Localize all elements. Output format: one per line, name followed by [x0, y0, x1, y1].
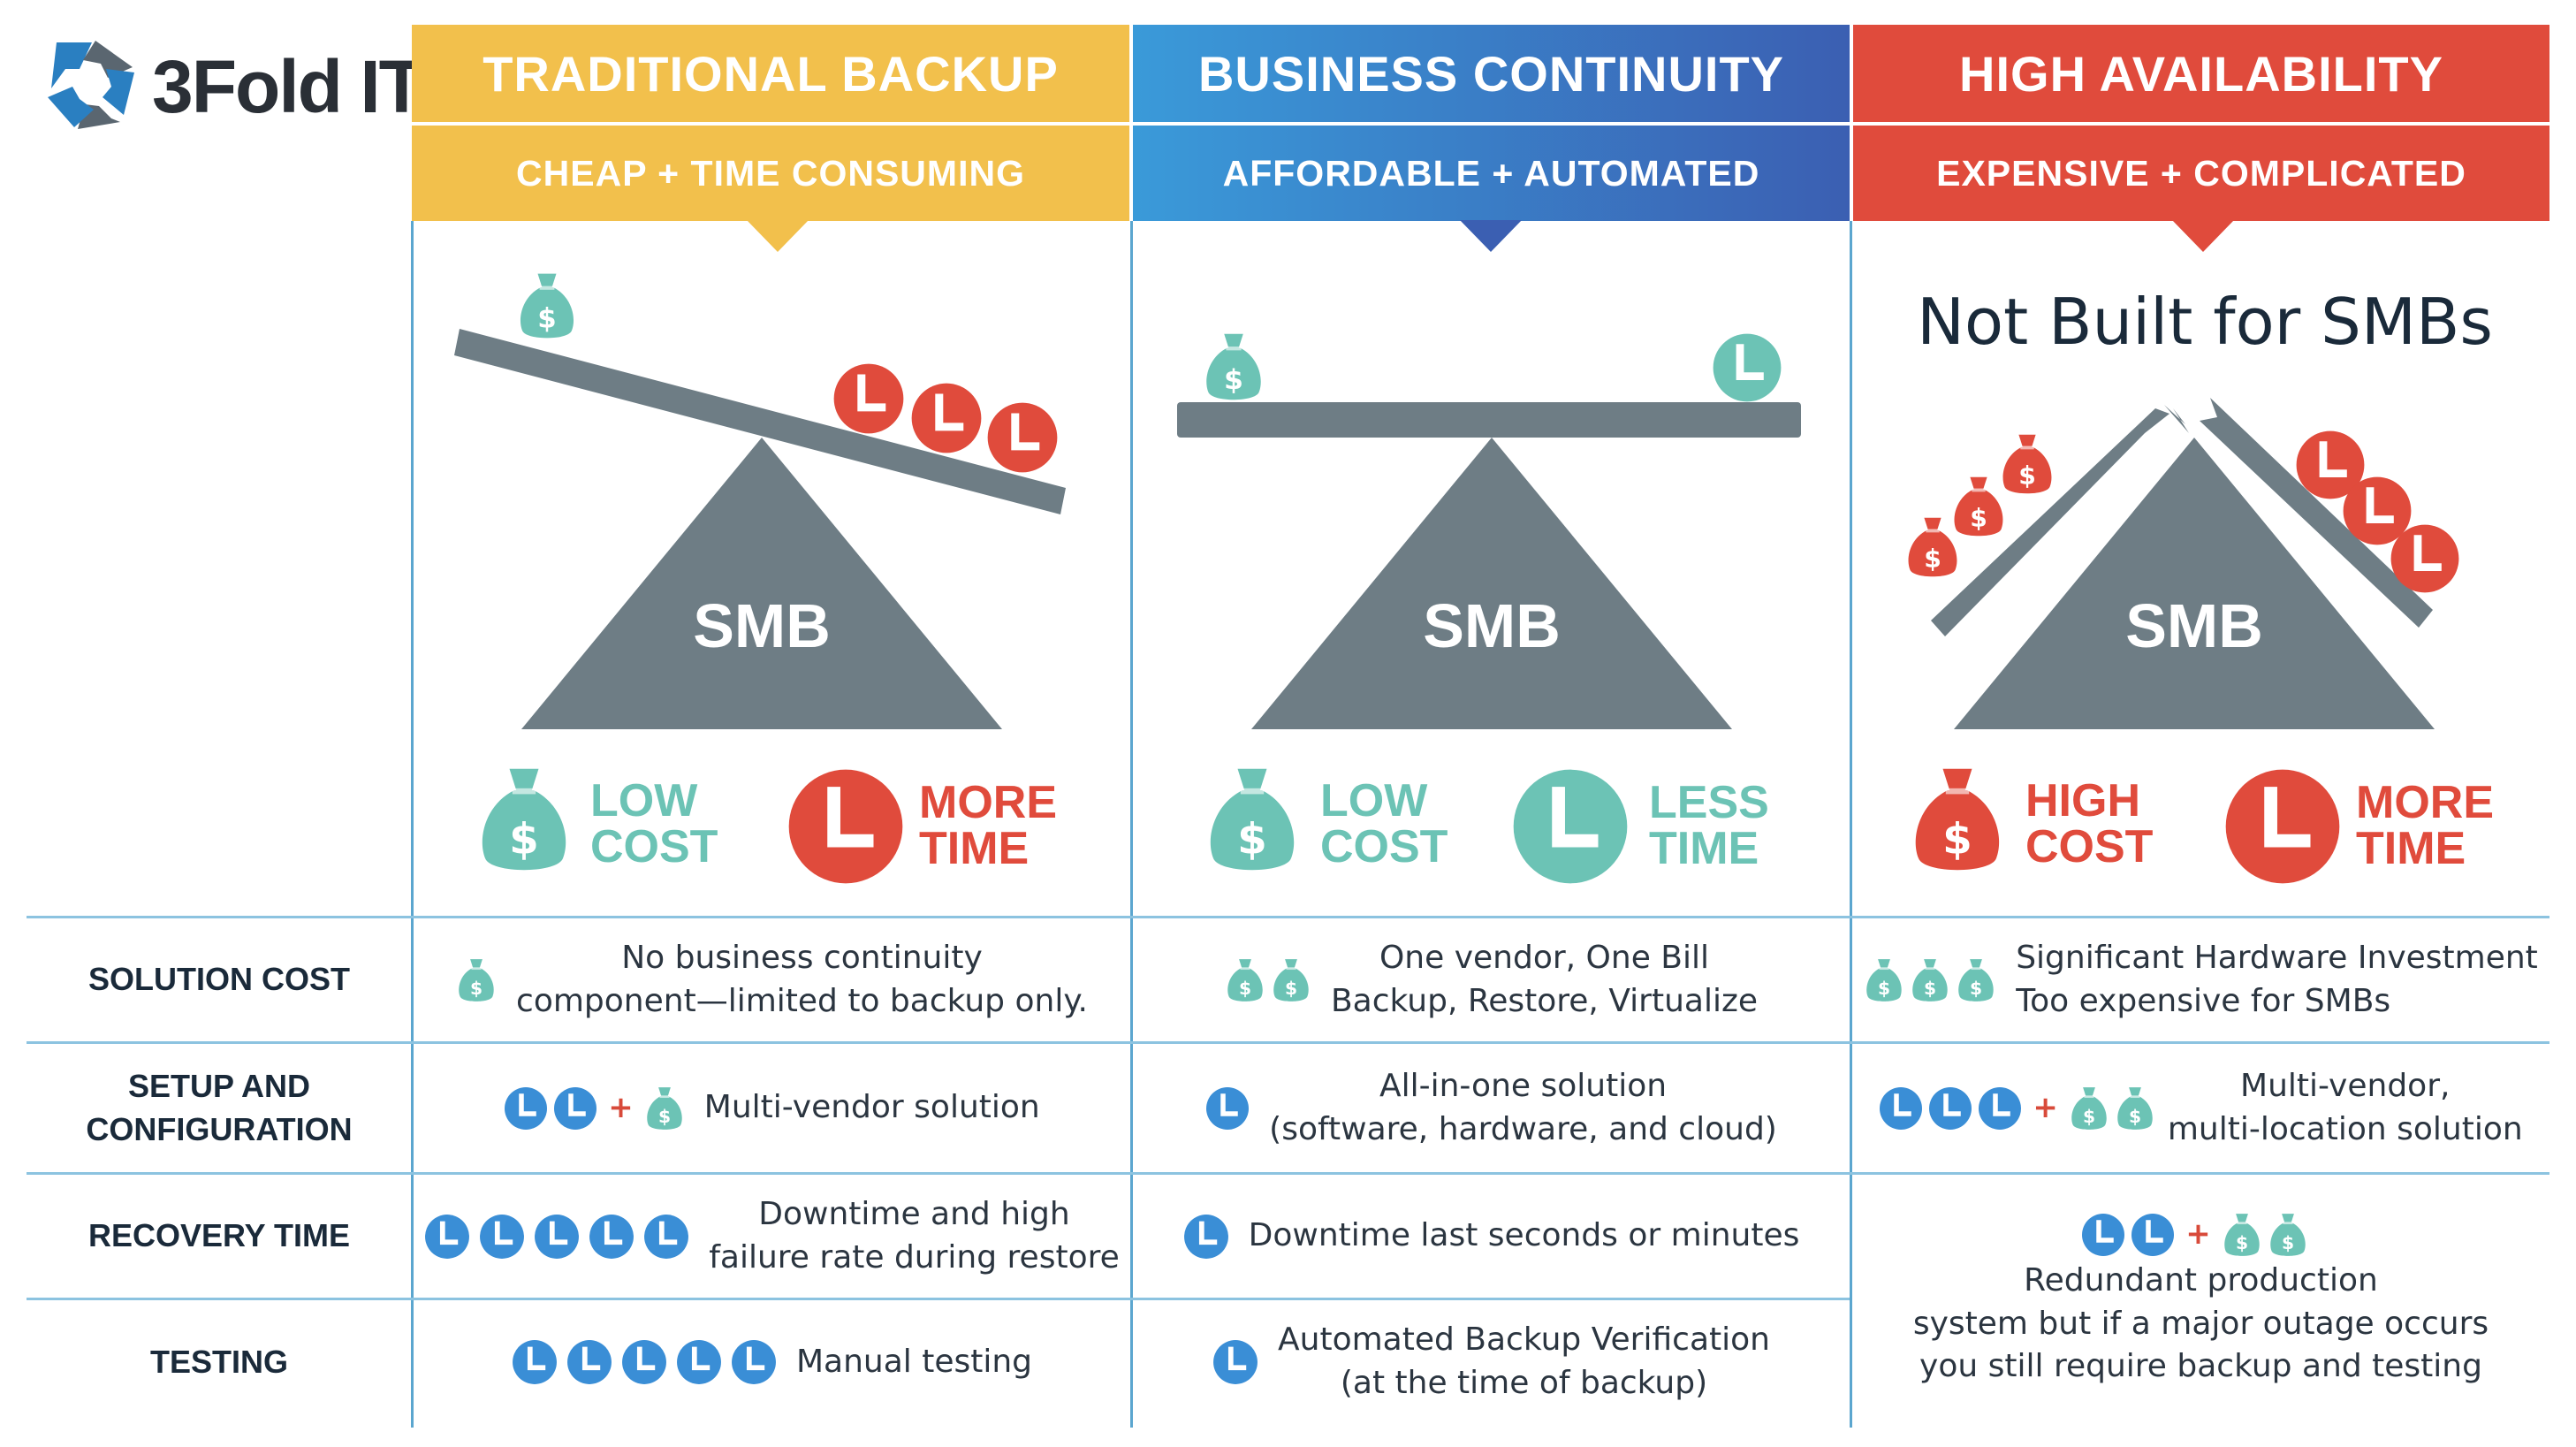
row-label-setup: SETUP AND CONFIGURATION: [86, 1067, 353, 1147]
time-label: LESS TIME: [1649, 777, 1769, 874]
clock-icon: [512, 1339, 777, 1385]
row-label-solution-cost: SOLUTION COST: [88, 961, 350, 998]
row-label-recovery-time: RECOVERY TIME: [87, 1217, 351, 1254]
cell-solution-cost-traditional: No business continuity component—limited…: [414, 918, 1130, 1041]
header-title-traditional: TRADITIONAL BACKUP: [412, 25, 1129, 122]
cell-setup-continuity: All-in-one solution (software, hardware,…: [1133, 1044, 1850, 1172]
scale-label-smb: SMB: [1423, 591, 1561, 660]
column-divider: [411, 221, 414, 1428]
header-subtitle-continuity: AFFORDABLE + AUTOMATED: [1133, 126, 1850, 221]
column-divider: [1850, 221, 1852, 1428]
clock-icon: +: [504, 1084, 685, 1133]
header-pointer-continuity: [1460, 220, 1522, 252]
cell-testing-traditional: Manual testing: [414, 1300, 1130, 1424]
cell-recovery-availability: + Redundant production system but if a m…: [1852, 1175, 2549, 1424]
time-label: MORE TIME: [919, 777, 1057, 874]
cost-label: LOW COST: [1320, 775, 1448, 872]
cell-recovery-traditional: Downtime and high failure rate during re…: [414, 1175, 1130, 1298]
brand-name: 3Fold IT: [152, 45, 424, 128]
scale-availability: [1908, 398, 2549, 729]
cell-solution-cost-continuity: One vendor, One Bill Backup, Restore, Vi…: [1133, 918, 1850, 1041]
scale-traditional: [454, 273, 1066, 729]
money-bag-icon: [482, 768, 566, 871]
brand-logo-icon: [48, 41, 134, 129]
cell-setup-availability: + Multi-vendor, multi-location solution: [1852, 1044, 2549, 1172]
scale-continuity: [1177, 256, 1801, 729]
money-bag-icon: [1210, 768, 1295, 871]
clock-icon: [1205, 1086, 1250, 1131]
money-bag-icon: [456, 956, 497, 1005]
clock-icon: [786, 767, 905, 886]
header-pointer-availability: [2172, 220, 2234, 252]
column-divider: [1130, 221, 1133, 1428]
row-divider: [27, 1172, 2549, 1175]
header-title-continuity: BUSINESS CONTINUITY: [1133, 25, 1850, 122]
header-subtitle-traditional: CHEAP + TIME CONSUMING: [412, 126, 1129, 221]
scale-label-smb: SMB: [693, 591, 831, 660]
row-divider: [27, 1041, 2549, 1044]
not-built-note: Not Built for SMBs: [1917, 285, 2493, 359]
cell-testing-continuity: Automated Backup Verification (at the ti…: [1133, 1300, 1850, 1424]
row-divider: [27, 1298, 1850, 1300]
money-bag-icon: [1864, 956, 1996, 1005]
clock-icon: [424, 1214, 689, 1260]
cost-label: LOW COST: [590, 775, 718, 872]
cost-label: HIGH COST: [2025, 775, 2154, 872]
cell-setup-traditional: + Multi-vendor solution: [414, 1044, 1130, 1172]
clock-icon: +: [2081, 1210, 2308, 1260]
header-subtitle-availability: EXPENSIVE + COMPLICATED: [1853, 126, 2549, 221]
row-label-testing: TESTING: [149, 1343, 288, 1380]
money-bag-icon: [1915, 768, 2000, 871]
money-bag-icon: [1225, 956, 1311, 1005]
cell-solution-cost-availability: Significant Hardware Investment Too expe…: [1852, 918, 2549, 1041]
scale-label-smb: SMB: [2125, 591, 2263, 660]
time-label: MORE TIME: [2356, 777, 2494, 874]
clock-icon: [1212, 1339, 1258, 1385]
row-divider: [27, 916, 2549, 918]
clock-icon: [2223, 767, 2342, 886]
clock-icon: [1183, 1214, 1229, 1260]
cell-recovery-continuity: Downtime last seconds or minutes: [1133, 1175, 1850, 1298]
clock-icon: [1511, 767, 1630, 886]
header-title-availability: HIGH AVAILABILITY: [1853, 25, 2549, 122]
header-pointer-traditional: [747, 220, 809, 252]
clock-icon: +: [1879, 1084, 2155, 1133]
